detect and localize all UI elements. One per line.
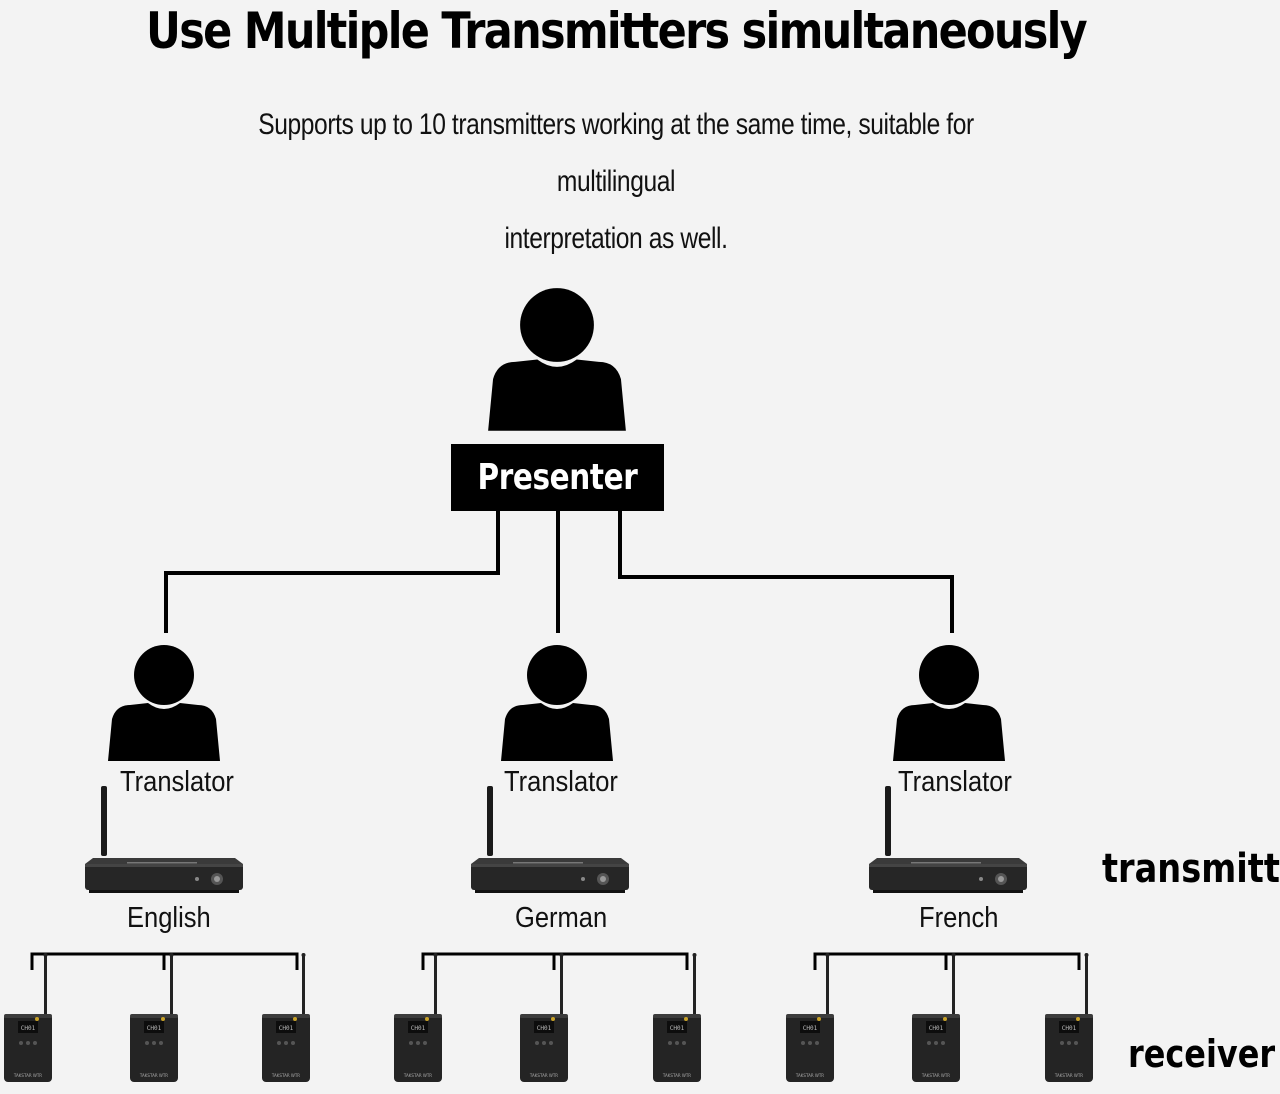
presenter-box: Presenter [451,444,664,511]
translator-german-person-icon [501,645,613,761]
receiver-device [912,953,960,1082]
subtitle-line-1: Supports up to 10 transmitters working a… [258,108,974,198]
receiver-device [520,953,568,1082]
receiver-device [130,953,178,1082]
presenter-label: Presenter [477,457,638,498]
presenter-connector-lines [164,511,954,633]
transmitter-english-device [85,786,243,893]
receiver-device [394,953,442,1082]
receiver-device [4,953,52,1082]
page-title: Use Multiple Transmitters simultaneously [146,2,1088,60]
receiver-devices [4,953,1093,1082]
receiver-connector-lines [30,952,1081,970]
translator-english-person-icon [108,645,220,761]
language-label-german: German [515,902,608,934]
transmitter-french-device [869,786,1027,893]
receiver-device [262,953,310,1082]
translator-french-person-icon [893,645,1005,761]
receiver-device [653,953,701,1082]
receiver-device [786,953,834,1082]
transmitter-side-label: transmitter [1102,846,1280,892]
receiver-device [1045,953,1093,1082]
translator-label-english: Translator [120,766,234,798]
receiver-side-label: receiver [1128,1032,1276,1076]
page-subtitle: Supports up to 10 transmitters working a… [234,96,998,267]
translator-label-french: Translator [898,766,1012,798]
subtitle-line-2: interpretation as well. [504,222,728,255]
translator-label-german: Translator [504,766,618,798]
presenter-person-icon [488,288,626,431]
transmitter-german-device [471,786,629,893]
language-label-english: English [127,902,211,934]
language-label-french: French [919,902,999,934]
